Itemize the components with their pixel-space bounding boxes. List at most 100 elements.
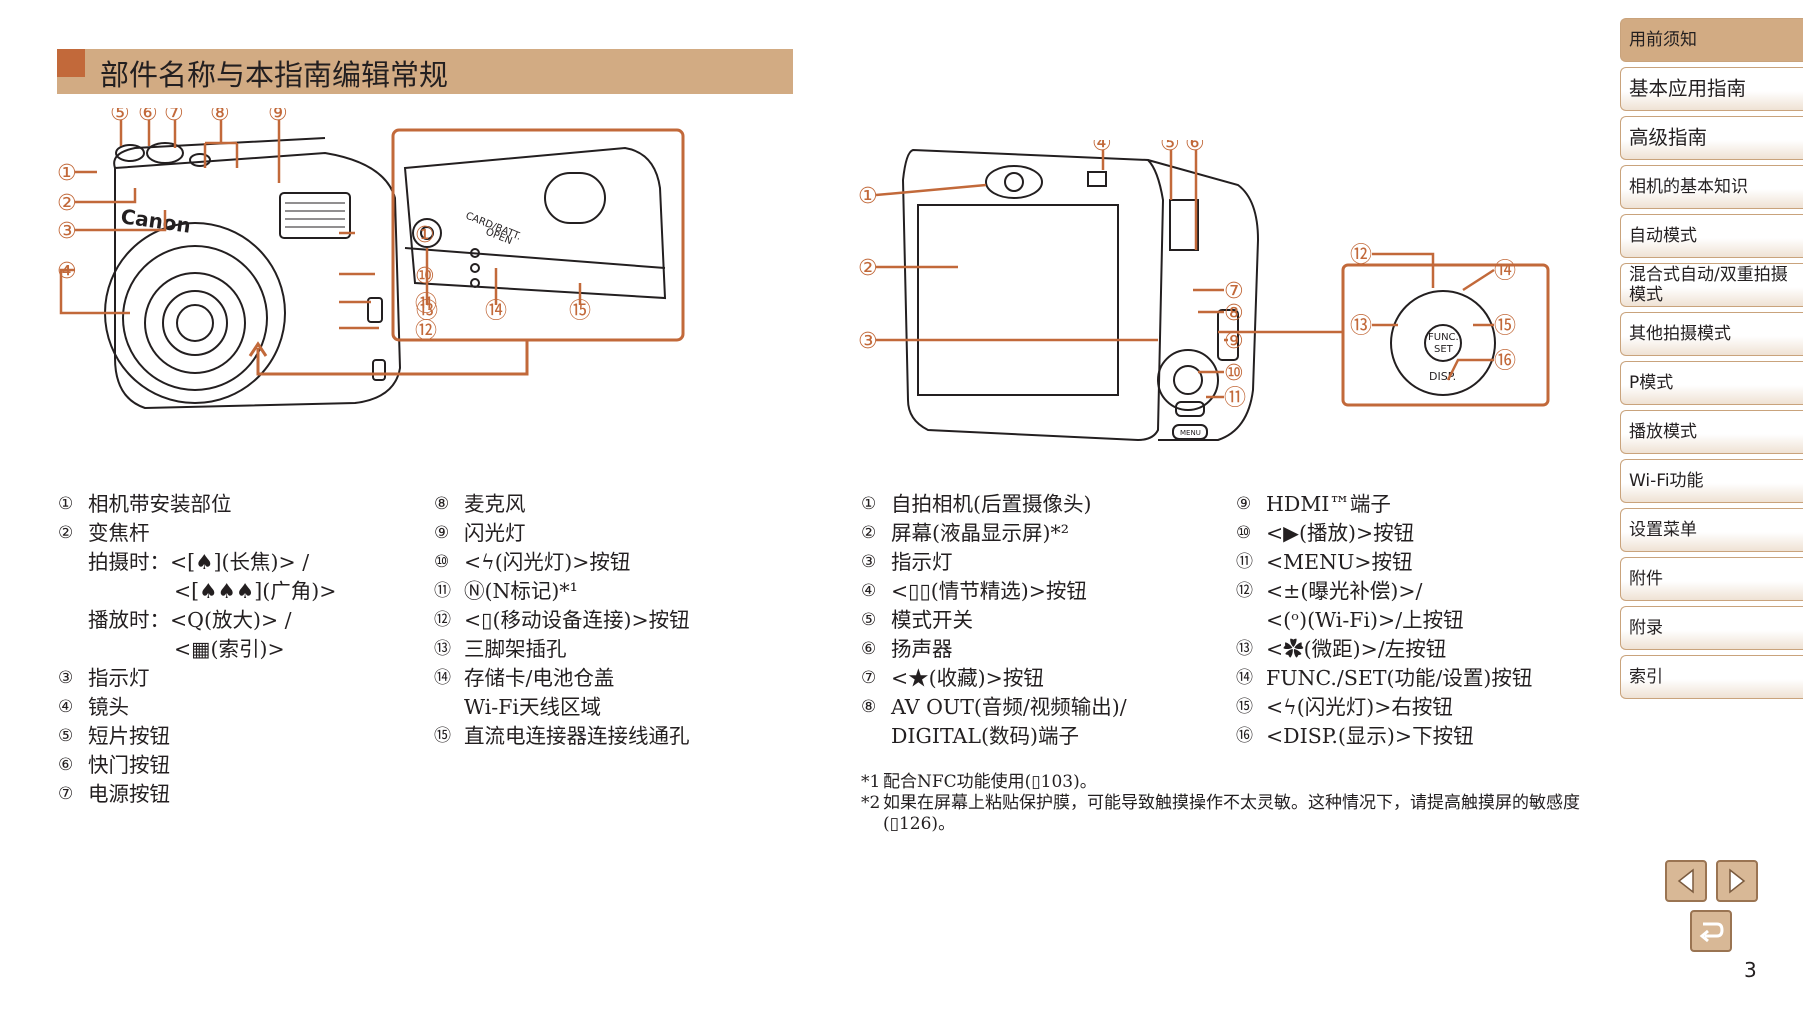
sidebar-item-setup-menu[interactable]: 设置菜单	[1620, 508, 1803, 552]
menu-button-label: MENU	[1180, 429, 1201, 437]
list-item: DIGITAL(数码)端子	[891, 724, 1079, 748]
sidebar-item-playback[interactable]: 播放模式	[1620, 410, 1803, 454]
list-item: <▦(索引)>	[174, 637, 285, 661]
callout-11: ⑪	[415, 292, 437, 317]
list-item: <[♠♠♠](广角)>	[174, 579, 337, 603]
sidebar-item-before-use[interactable]: 用前须知	[1620, 18, 1803, 62]
sidebar-item-advanced-guide[interactable]: 高级指南	[1620, 116, 1803, 160]
callout-3: ③	[57, 219, 77, 244]
title-bar	[57, 49, 793, 94]
prev-page-button[interactable]	[1665, 860, 1707, 902]
list-item: ⑬<✿(微距)>/左按钮	[1236, 637, 1447, 661]
sidebar-item-p-mode[interactable]: P模式	[1620, 361, 1803, 405]
figure-rear-view: MENU FUNC. SET DISP. ① ② ③ ④ ⑤ ⑥ ⑦ ⑧	[858, 140, 1550, 442]
set-label: SET	[1434, 344, 1454, 355]
callout-1b: ①	[415, 223, 435, 248]
next-page-button[interactable]	[1716, 860, 1758, 902]
callout-14: ⑭	[485, 299, 507, 324]
sidebar-item-other-modes[interactable]: 其他拍摄模式	[1620, 312, 1803, 356]
rear-callout-11: ⑪	[1224, 386, 1246, 411]
sidebar-item-hybrid-auto[interactable]: 混合式自动/双重拍摄模式	[1620, 263, 1803, 307]
callout-1: ①	[57, 161, 77, 186]
list-item: ④<▯▯(情节精选)>按钮	[861, 579, 1087, 603]
list-item: ⑩<ϟ(闪光灯)>按钮	[434, 550, 631, 574]
sidebar-item-accessories[interactable]: 附件	[1620, 557, 1803, 601]
left-arrow-icon	[1677, 868, 1694, 894]
rear-callout-4: ④	[1092, 140, 1112, 156]
list-item: ⑪<MENU>按钮	[1236, 550, 1413, 574]
sidebar-item-index[interactable]: 索引	[1620, 655, 1803, 699]
list-item: ⑮<ϟ(闪光灯)>右按钮	[1236, 695, 1453, 719]
callout-10: ⑩	[415, 264, 435, 289]
sidebar-item-auto-mode[interactable]: 自动模式	[1620, 214, 1803, 258]
rear-callout-10: ⑩	[1224, 361, 1244, 386]
rear-callout-13: ⑬	[1350, 314, 1372, 339]
rear-callout-2: ②	[858, 256, 878, 281]
rear-callout-1: ①	[858, 184, 878, 209]
sidebar-item-wifi[interactable]: Wi-Fi功能	[1620, 459, 1803, 503]
list-item: ⑫<±(曝光补偿)>/	[1236, 579, 1423, 603]
figure-front-view: Canon CARD/BATT. OPEN ① ② ③ ④	[57, 108, 685, 410]
list-item: 播放时：<Q(放大)> /	[88, 608, 292, 632]
rear-callout-8: ⑧	[1224, 301, 1244, 326]
list-item: Wi-Fi天线区域	[464, 695, 601, 719]
sidebar-item-camera-basics[interactable]: 相机的基本知识	[1620, 165, 1803, 209]
list-item: ⑩<▶(播放)>按钮	[1236, 521, 1415, 545]
callout-7: ⑦	[164, 108, 184, 126]
right-arrow-icon	[1729, 868, 1746, 894]
sidebar-item-basic-guide[interactable]: 基本应用指南	[1620, 67, 1803, 111]
rear-callout-12: ⑫	[1350, 243, 1372, 268]
callout-9: ⑨	[268, 108, 288, 126]
rear-callout-16: ⑯	[1494, 349, 1516, 374]
rear-callout-14: ⑭	[1494, 259, 1516, 284]
list-item: ⑯<DISP.(显示)>下按钮	[1236, 724, 1474, 748]
callout-6: ⑥	[138, 108, 158, 126]
rear-callout-6: ⑥	[1185, 140, 1205, 156]
rear-callout-3: ③	[858, 329, 878, 354]
rear-callout-5: ⑤	[1160, 140, 1180, 156]
func-label: FUNC.	[1428, 332, 1459, 343]
list-item: ⑦<★(收藏)>按钮	[861, 666, 1044, 690]
list-item: ⑫<▯(移动设备连接)>按钮	[434, 608, 690, 632]
page-title: 部件名称与本指南编辑常规	[100, 58, 449, 92]
list-item: <(ᵒ)(Wi-Fi)>/上按钮	[1266, 608, 1464, 632]
callout-12: ⑫	[415, 319, 437, 344]
return-icon	[1699, 922, 1724, 943]
callout-15: ⑮	[569, 299, 591, 324]
sidebar-item-appendix[interactable]: 附录	[1620, 606, 1803, 650]
rear-callout-15: ⑮	[1494, 314, 1516, 339]
page-number: 3	[1744, 958, 1757, 982]
callout-13: ⑬	[416, 299, 438, 324]
callout-5: ⑤	[110, 108, 130, 126]
return-button[interactable]	[1690, 910, 1732, 952]
list-item: 拍摄时：<[♠](长焦)> /	[88, 550, 310, 574]
callout-2: ②	[57, 191, 77, 216]
